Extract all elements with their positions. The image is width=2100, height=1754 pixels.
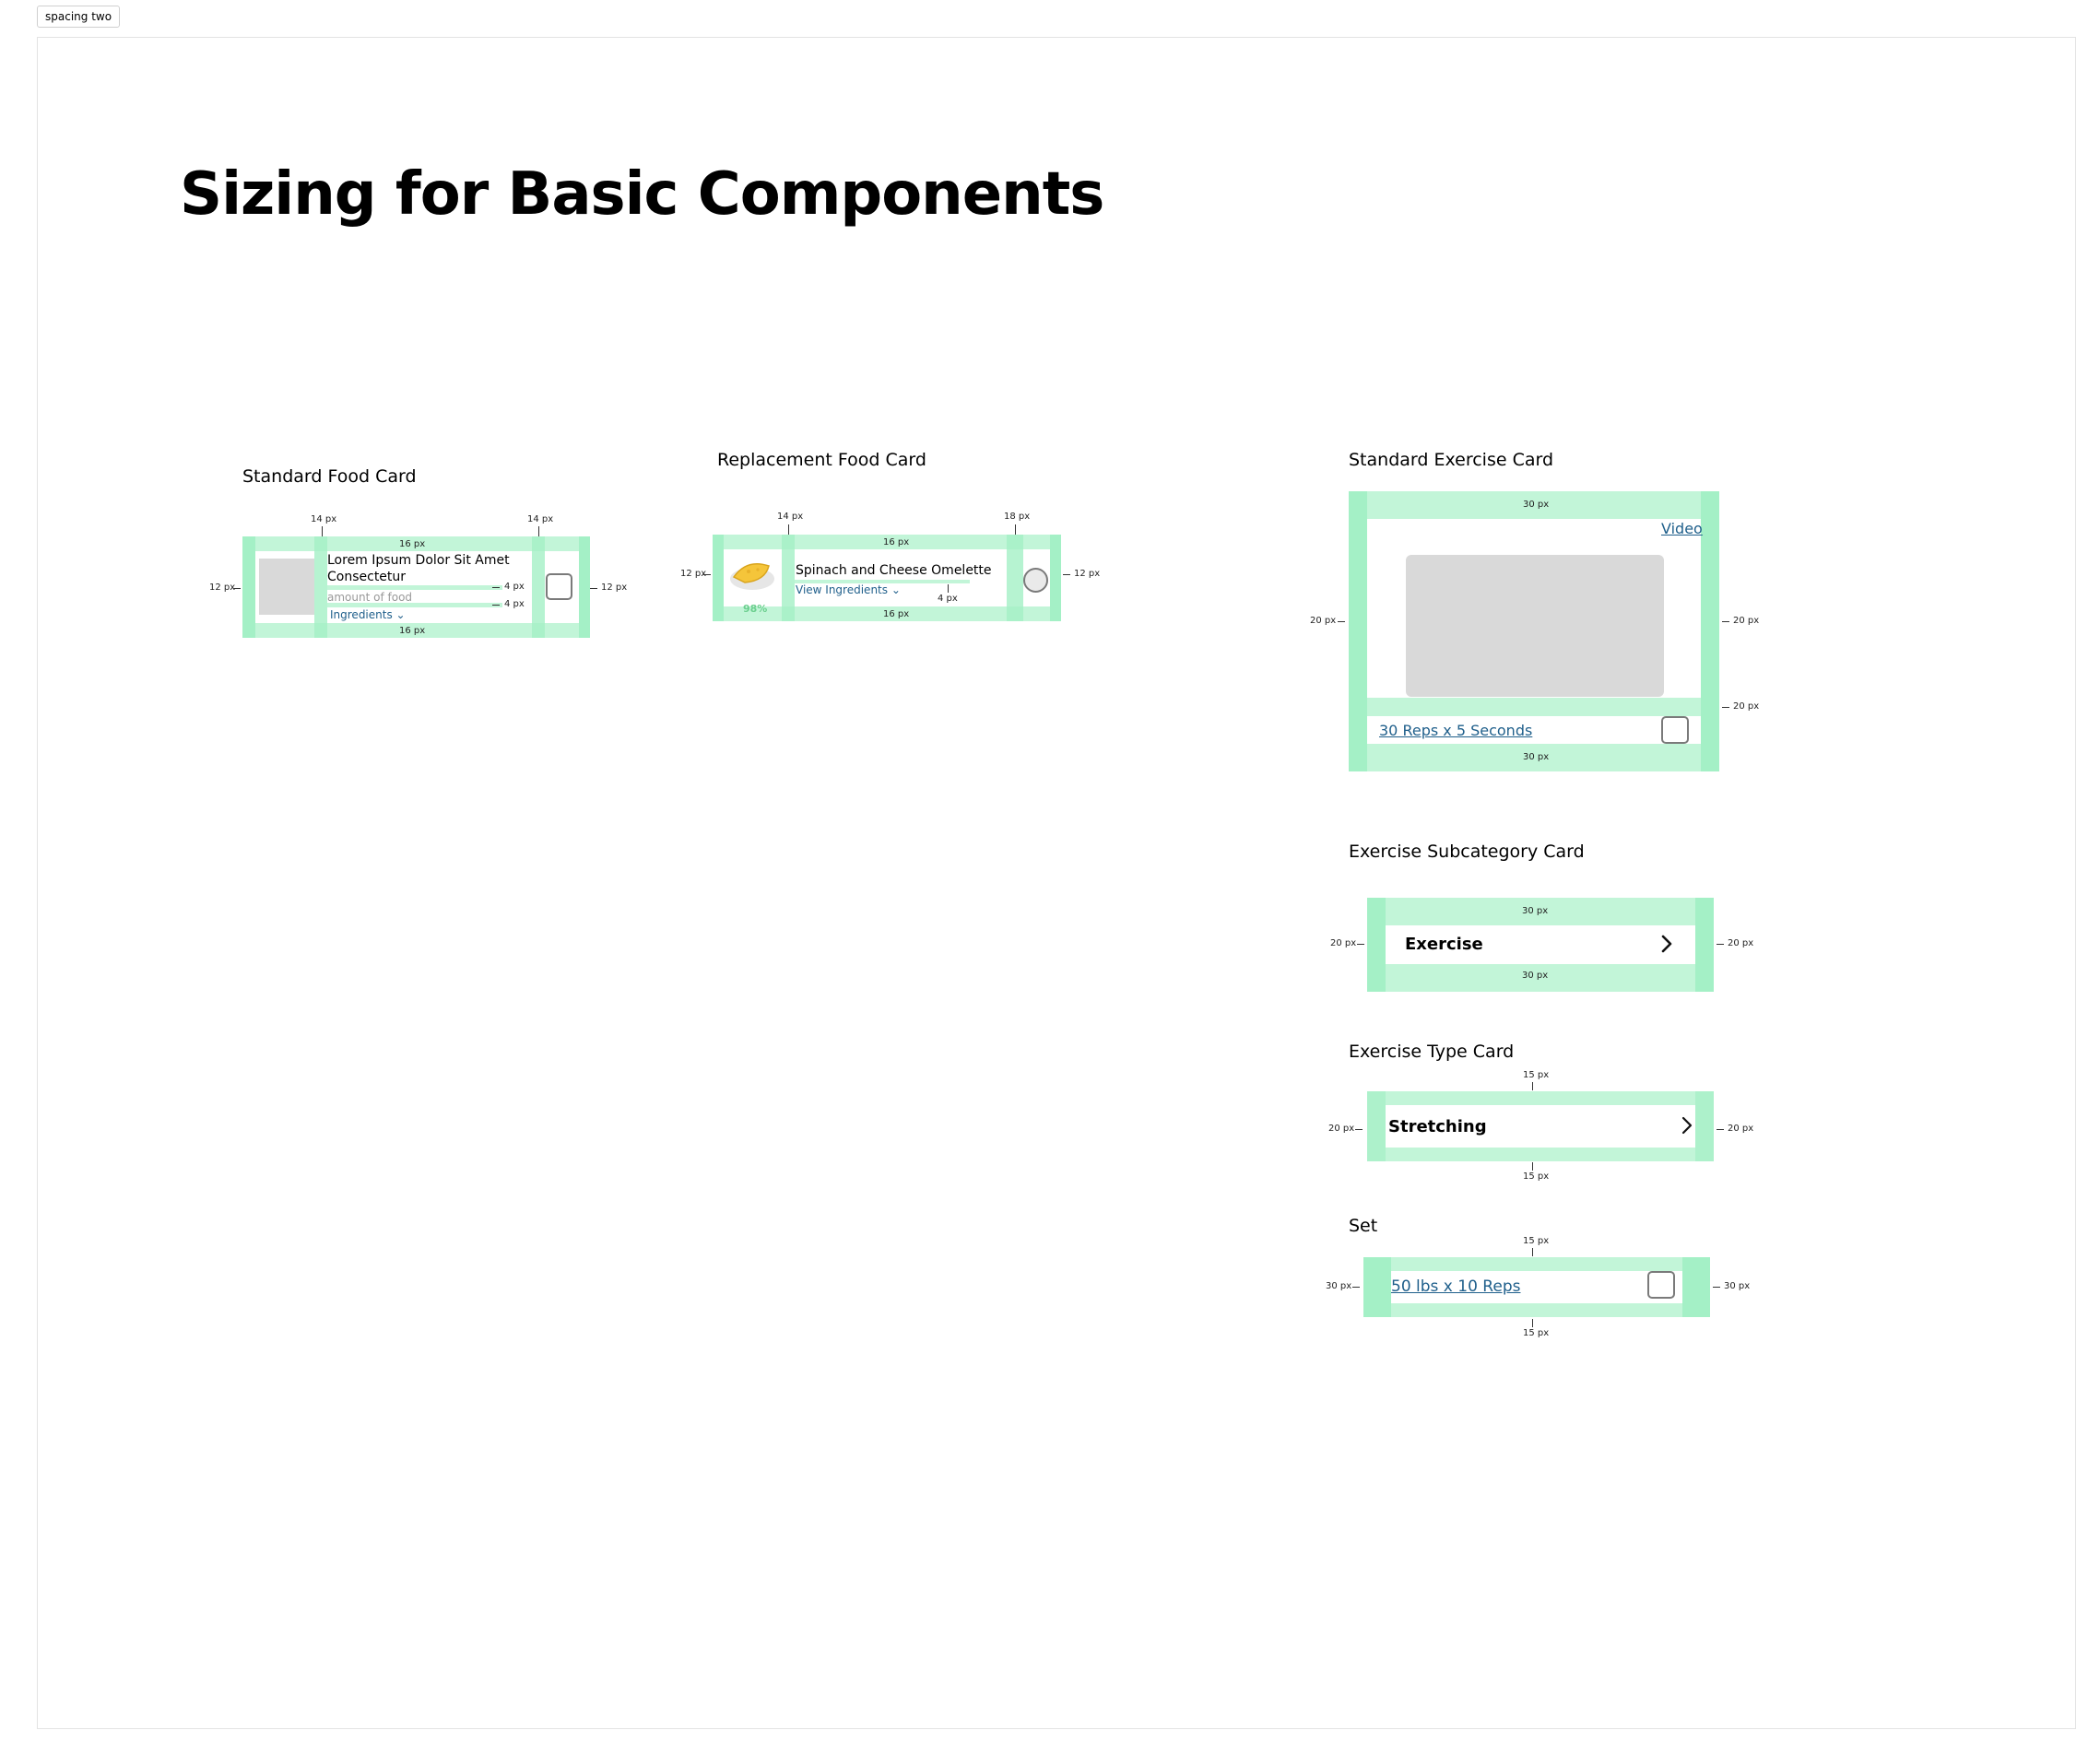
food-name-line2: Consectetur bbox=[327, 570, 407, 584]
set-link[interactable]: 50 lbs x 10 Reps bbox=[1391, 1277, 1521, 1296]
standard-food-card-title: Standard Food Card bbox=[242, 466, 417, 487]
exercise-type-card-title: Exercise Type Card bbox=[1349, 1042, 1515, 1062]
food-image-placeholder bbox=[259, 559, 314, 615]
measure-top: 16 px bbox=[883, 537, 910, 547]
chevron-down-icon: ⌄ bbox=[891, 583, 901, 596]
measure-gap2: 4 px bbox=[504, 599, 525, 609]
set-card-title: Set bbox=[1349, 1216, 1378, 1236]
page-tag[interactable]: spacing two bbox=[37, 6, 121, 28]
canvas-frame bbox=[37, 37, 2076, 1729]
omelette-icon bbox=[730, 563, 774, 590]
measure-gap1: 4 px bbox=[504, 582, 525, 592]
measure-right: 20 px bbox=[1728, 938, 1754, 948]
measure-bottom: 16 px bbox=[399, 626, 426, 636]
subcategory-label: Exercise bbox=[1405, 935, 1483, 954]
page-title: Sizing for Basic Components bbox=[180, 160, 1104, 229]
standard-exercise-card-title: Standard Exercise Card bbox=[1349, 450, 1554, 470]
measure-top-right: 14 px bbox=[527, 514, 554, 524]
measure-right: 30 px bbox=[1724, 1281, 1751, 1291]
video-thumbnail[interactable] bbox=[1406, 555, 1664, 697]
measure-left: 30 px bbox=[1326, 1281, 1352, 1291]
exercise-subcategory-card-title: Exercise Subcategory Card bbox=[1349, 842, 1585, 862]
measure-bottom: 30 px bbox=[1522, 971, 1549, 981]
measure-top: 15 px bbox=[1523, 1236, 1550, 1246]
measure-left: 12 px bbox=[209, 583, 236, 593]
replacement-food-card-title: Replacement Food Card bbox=[717, 450, 926, 470]
exercise-type-label: Stretching bbox=[1388, 1117, 1487, 1136]
video-link[interactable]: Video bbox=[1661, 520, 1703, 537]
food-amount: amount of food bbox=[327, 591, 413, 604]
measure-top: 15 px bbox=[1523, 1070, 1550, 1080]
set-checkbox[interactable] bbox=[1647, 1271, 1675, 1299]
exercise-checkbox[interactable] bbox=[1661, 716, 1689, 744]
chevron-down-icon: ⌄ bbox=[395, 608, 406, 621]
measure-left: 20 px bbox=[1310, 616, 1337, 626]
chevron-right-icon bbox=[1661, 935, 1672, 953]
measure-gap: 4 px bbox=[938, 594, 958, 604]
reps-link[interactable]: 30 Reps x 5 Seconds bbox=[1379, 722, 1533, 739]
measure-bottom: 15 px bbox=[1523, 1328, 1550, 1338]
food-checkbox[interactable] bbox=[546, 573, 572, 600]
measure-bottom: 16 px bbox=[883, 609, 910, 619]
measure-top: 30 px bbox=[1522, 906, 1549, 916]
view-ingredients-toggle[interactable]: View Ingredients ⌄ bbox=[796, 583, 901, 596]
measure-left: 20 px bbox=[1328, 1124, 1355, 1134]
view-ingredients-label: View Ingredients bbox=[796, 583, 889, 596]
measure-bottom: 30 px bbox=[1523, 752, 1550, 762]
measure-top-left: 14 px bbox=[777, 512, 804, 522]
measure-right: 20 px bbox=[1728, 1124, 1754, 1134]
measure-right: 12 px bbox=[1074, 569, 1101, 579]
chevron-right-icon bbox=[1681, 1116, 1693, 1135]
replacement-food-name: Spinach and Cheese Omelette bbox=[796, 563, 992, 578]
measure-top-right: 18 px bbox=[1004, 512, 1031, 522]
measure-mid: 20 px bbox=[1733, 701, 1760, 712]
measure-top: 30 px bbox=[1523, 500, 1550, 510]
measure-bottom: 15 px bbox=[1523, 1171, 1550, 1182]
replacement-radio[interactable] bbox=[1023, 568, 1048, 593]
ingredients-toggle[interactable]: Ingredients ⌄ bbox=[330, 608, 406, 621]
measure-top: 16 px bbox=[399, 539, 426, 549]
measure-left: 20 px bbox=[1330, 938, 1357, 948]
food-name: Lorem Ipsum Dolor Sit Amet bbox=[327, 553, 510, 568]
match-percent: 98% bbox=[743, 603, 768, 615]
measure-right: 20 px bbox=[1733, 616, 1760, 626]
ingredients-label: Ingredients bbox=[330, 608, 393, 621]
measure-top-left: 14 px bbox=[311, 514, 337, 524]
measure-right: 12 px bbox=[601, 583, 628, 593]
measure-left: 12 px bbox=[680, 569, 707, 579]
